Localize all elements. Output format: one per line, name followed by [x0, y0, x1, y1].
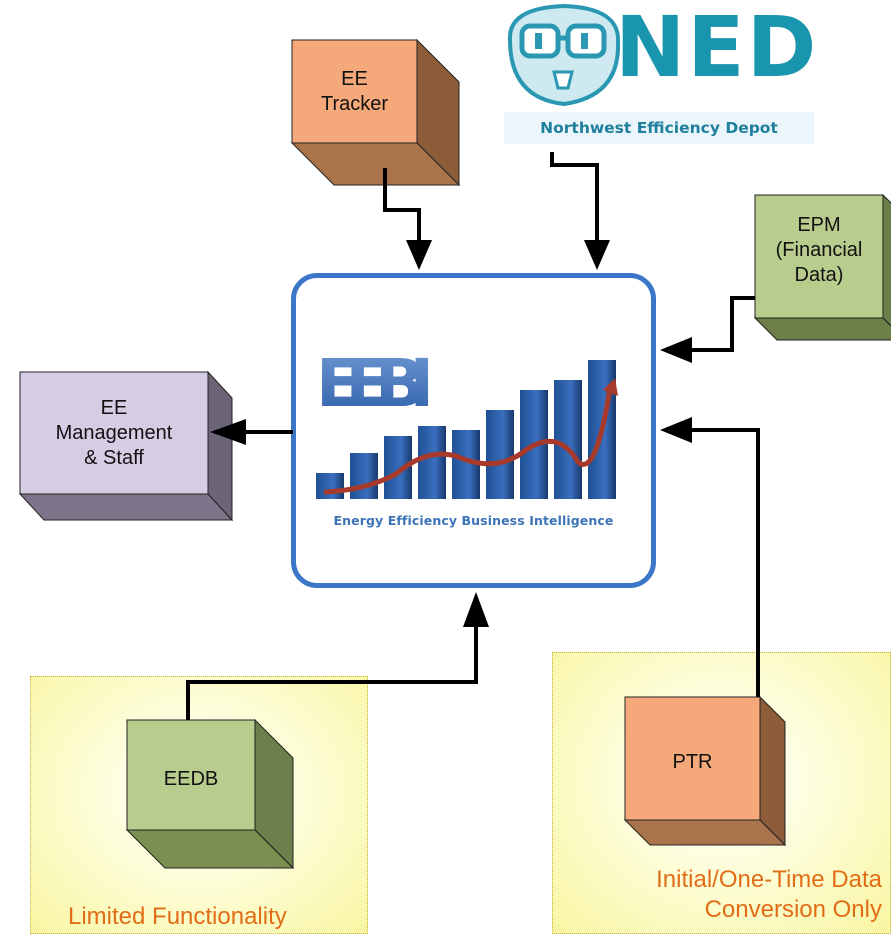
epm-label: EPM (Financial Data) — [775, 213, 863, 286]
ee-tracker-cube — [290, 38, 461, 187]
eebi-logo: EEBI — [316, 345, 618, 499]
eedb-to-hub-connector — [186, 615, 478, 720]
eebi-wordmark: EEBI — [316, 345, 434, 422]
tracker-to-hub-connector — [383, 168, 421, 250]
eebi-hub[interactable]: EEBI Energy Efficiency Business Intellig… — [291, 273, 656, 588]
tracker-arrowhead-icon — [406, 240, 432, 270]
ee-management-node[interactable]: EE Management & Staff — [18, 370, 234, 522]
eebi-caption: Energy Efficiency Business Intelligence — [333, 513, 614, 528]
epm-to-hub-connector — [688, 296, 755, 352]
limited-functionality-label: Limited Functionality — [68, 903, 287, 930]
ptr-node[interactable]: PTR — [623, 695, 787, 847]
epm-cube — [753, 193, 891, 341]
ned-wordmark: NED — [615, 0, 819, 96]
ned-arrowhead-icon — [584, 240, 610, 270]
ptr-label: PTR — [672, 750, 713, 773]
ee-management-cube — [18, 370, 234, 522]
ptr-cube — [623, 695, 787, 847]
ptr-arrowhead-icon — [660, 417, 692, 443]
data-conversion-label: Initial/One-Time Data Conversion Only — [656, 866, 882, 923]
management-arrowhead-icon — [210, 419, 246, 445]
epm-node[interactable]: EPM (Financial Data) — [753, 193, 891, 341]
ee-tracker-node[interactable]: EE Tracker — [290, 38, 461, 187]
ned-logo: NED Northwest Efficiency Depot — [492, 0, 822, 148]
ee-management-label: EE Management & Staff — [55, 396, 173, 469]
eedb-node[interactable]: EEDB — [125, 718, 295, 870]
eedb-cube — [125, 718, 295, 870]
epm-arrowhead-icon — [660, 337, 692, 363]
eedb-label: EEDB — [163, 767, 219, 790]
ned-tagline: Northwest Efficiency Depot — [504, 112, 814, 144]
ptr-to-hub-connector — [686, 428, 760, 697]
ee-tracker-label: EE Tracker — [320, 67, 389, 115]
eedb-arrowhead-icon — [463, 592, 489, 627]
ned-to-hub-connector — [550, 152, 599, 250]
ned-mascot-icon — [507, 3, 621, 107]
